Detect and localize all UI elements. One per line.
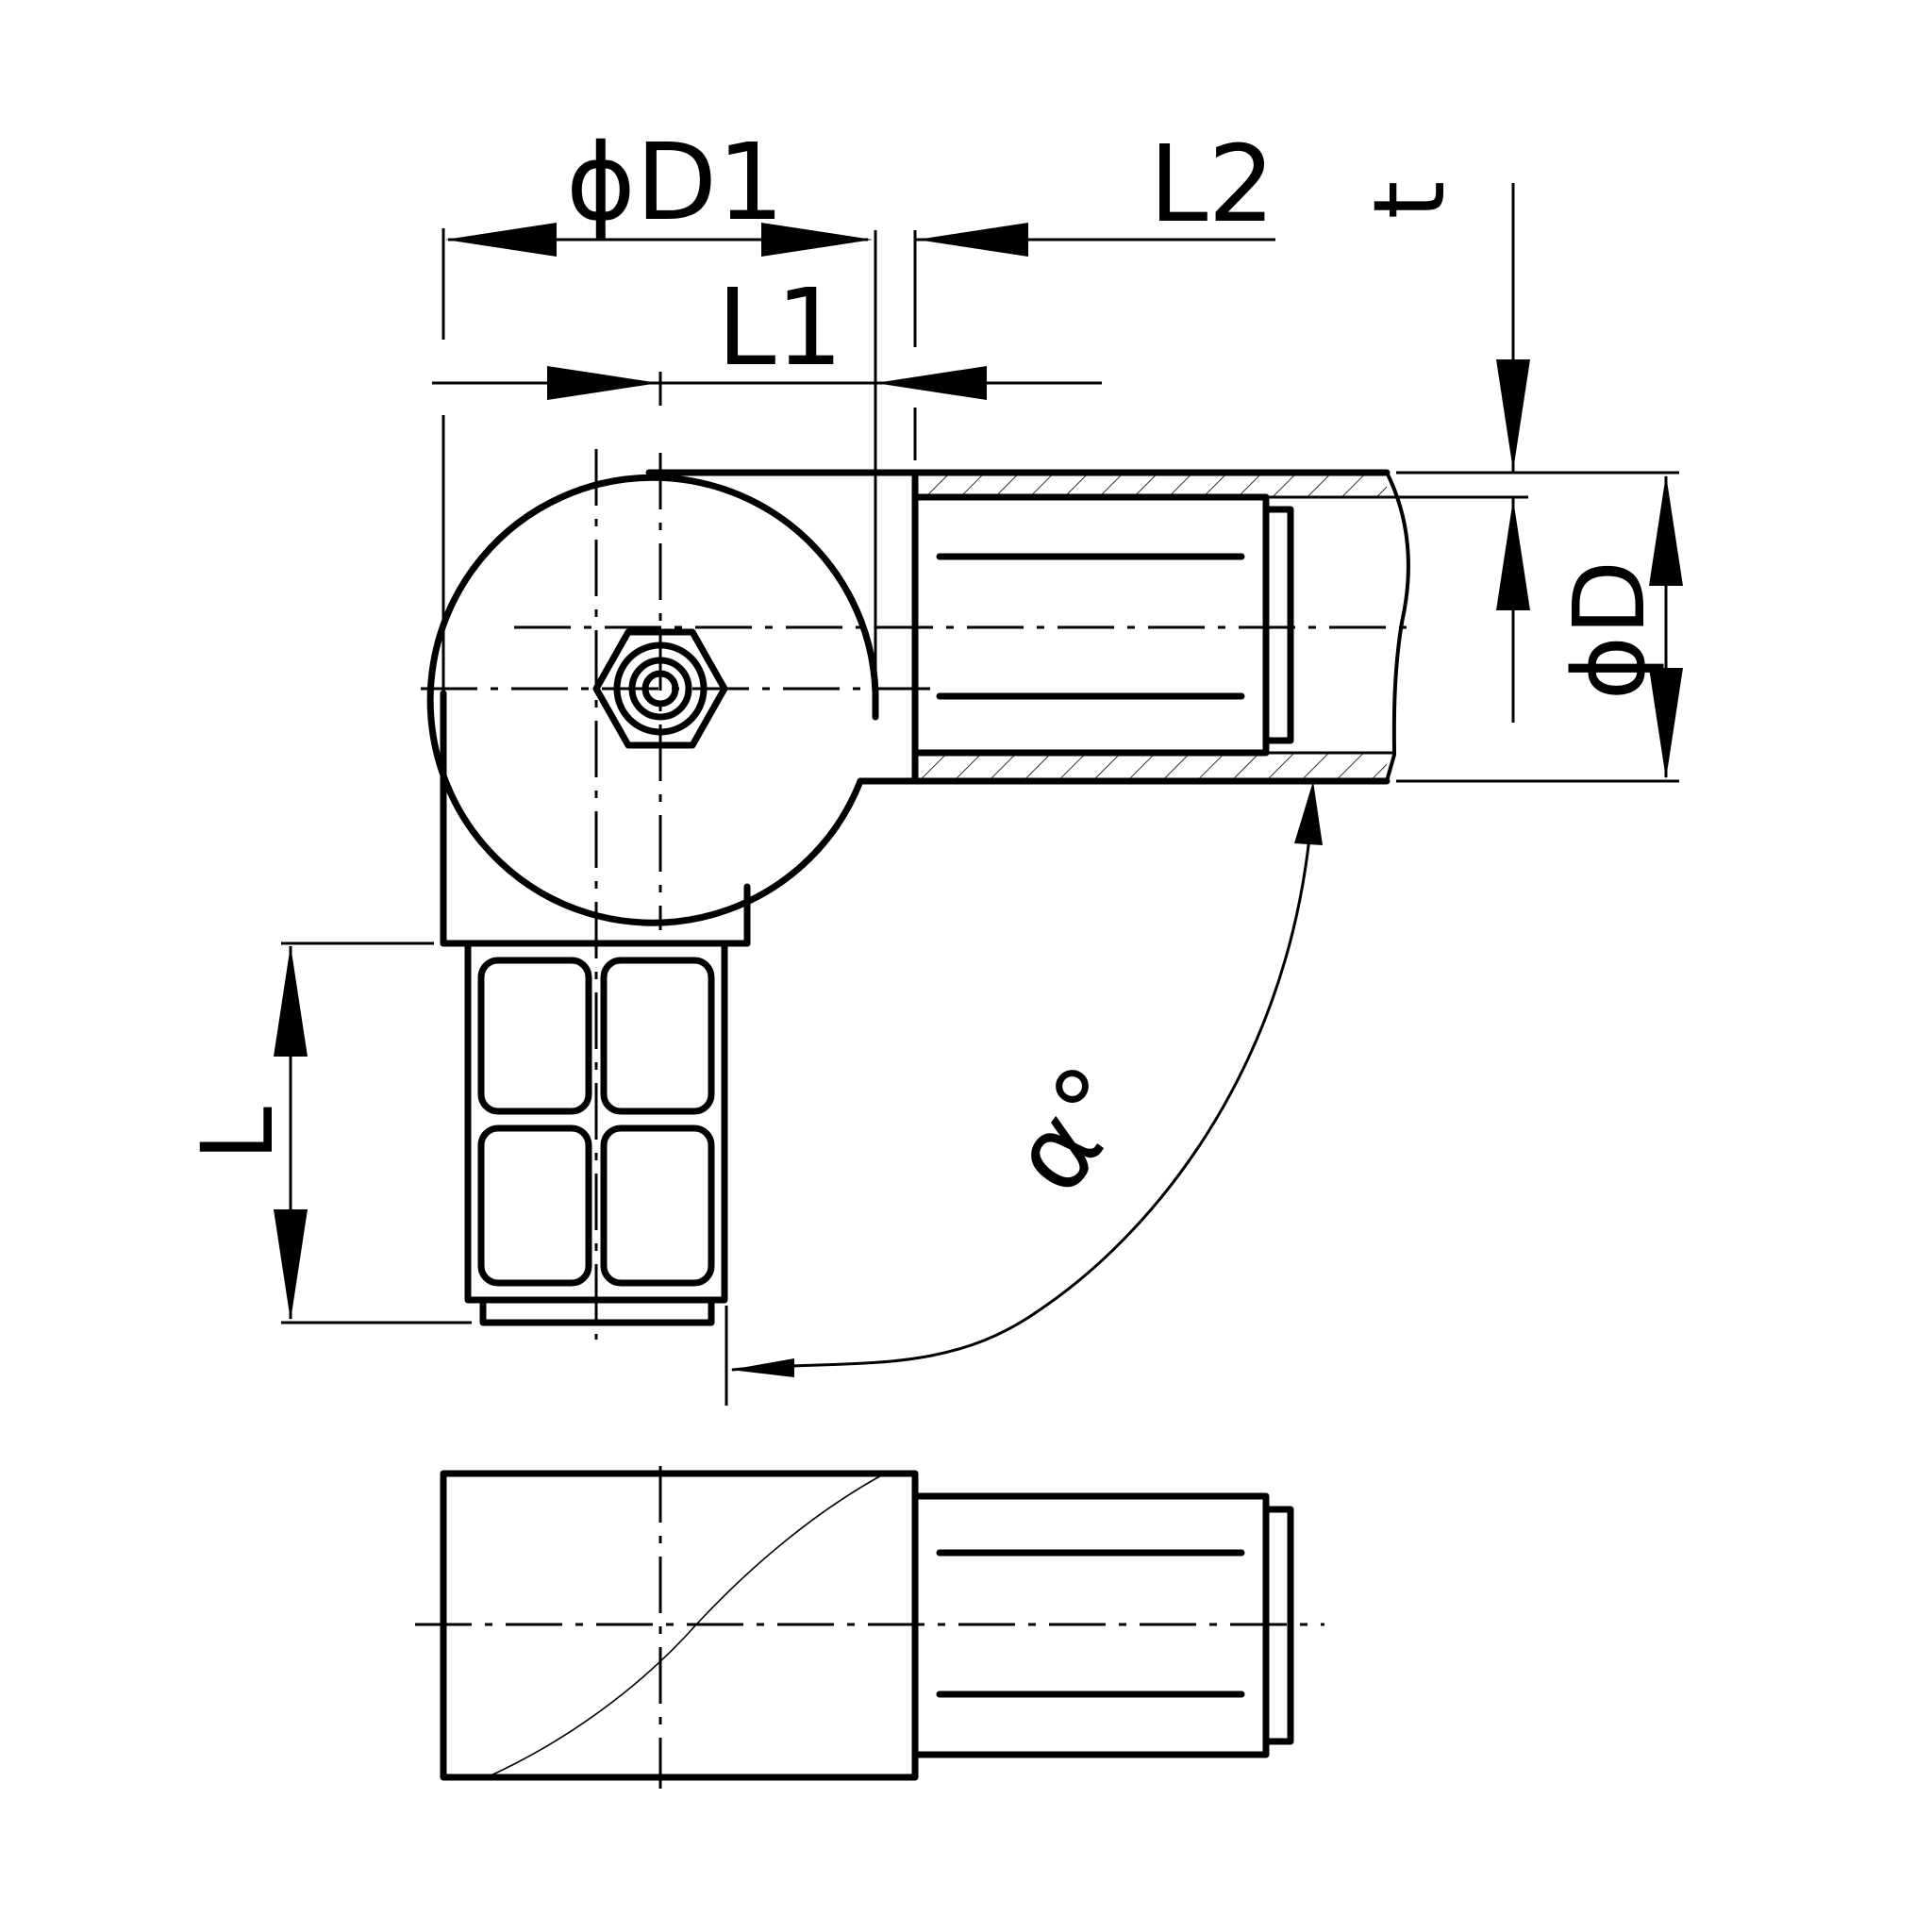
arrowhead-t-up — [1496, 499, 1530, 610]
socket-pocket-bottom-left — [477, 1124, 592, 1287]
tube-hatch-bottom — [915, 753, 1387, 781]
arrowhead-alpha-left — [730, 1358, 794, 1377]
label-d: ϕD — [1552, 560, 1667, 701]
threaded-tube — [911, 469, 1528, 785]
arrowhead-d1-left — [445, 223, 557, 257]
front-view — [421, 449, 1528, 1340]
arrowhead-l-top — [274, 945, 308, 1057]
socket-pocket-bottom-right — [600, 1124, 715, 1287]
side-diagonal-curve — [486, 1473, 886, 1778]
arrowhead-d1-right — [761, 223, 873, 257]
tube-hatch-top — [915, 473, 1387, 497]
label-t: t — [1352, 181, 1467, 220]
label-l: L — [180, 1107, 295, 1161]
ball-body — [426, 469, 919, 926]
dim-arc-alpha — [731, 837, 1311, 1372]
arrowhead-alpha-top — [1294, 781, 1323, 845]
arrowhead-d-bottom — [1649, 668, 1683, 779]
arrowhead-l2 — [917, 223, 1028, 257]
label-d1: ϕD1 — [566, 122, 784, 244]
hex-nut-outline — [592, 628, 728, 749]
arrowhead-t-down — [1496, 359, 1530, 471]
tube-break-line — [1385, 471, 1410, 783]
socket-pocket-top-left — [477, 957, 592, 1115]
label-alpha: α° — [988, 1044, 1158, 1215]
label-l2: L2 — [1149, 124, 1275, 246]
arrowhead-l1-left — [547, 366, 658, 400]
arrowhead-l1-right — [875, 366, 987, 400]
arrowhead-d-top — [1649, 475, 1683, 586]
label-l1: L1 — [717, 267, 843, 390]
arrowhead-l-bottom — [274, 1209, 308, 1321]
side-view — [415, 1466, 1324, 1789]
socket-pocket-top-right — [600, 957, 715, 1115]
thread-body — [911, 493, 1270, 757]
thread-end-collar — [1262, 506, 1294, 744]
